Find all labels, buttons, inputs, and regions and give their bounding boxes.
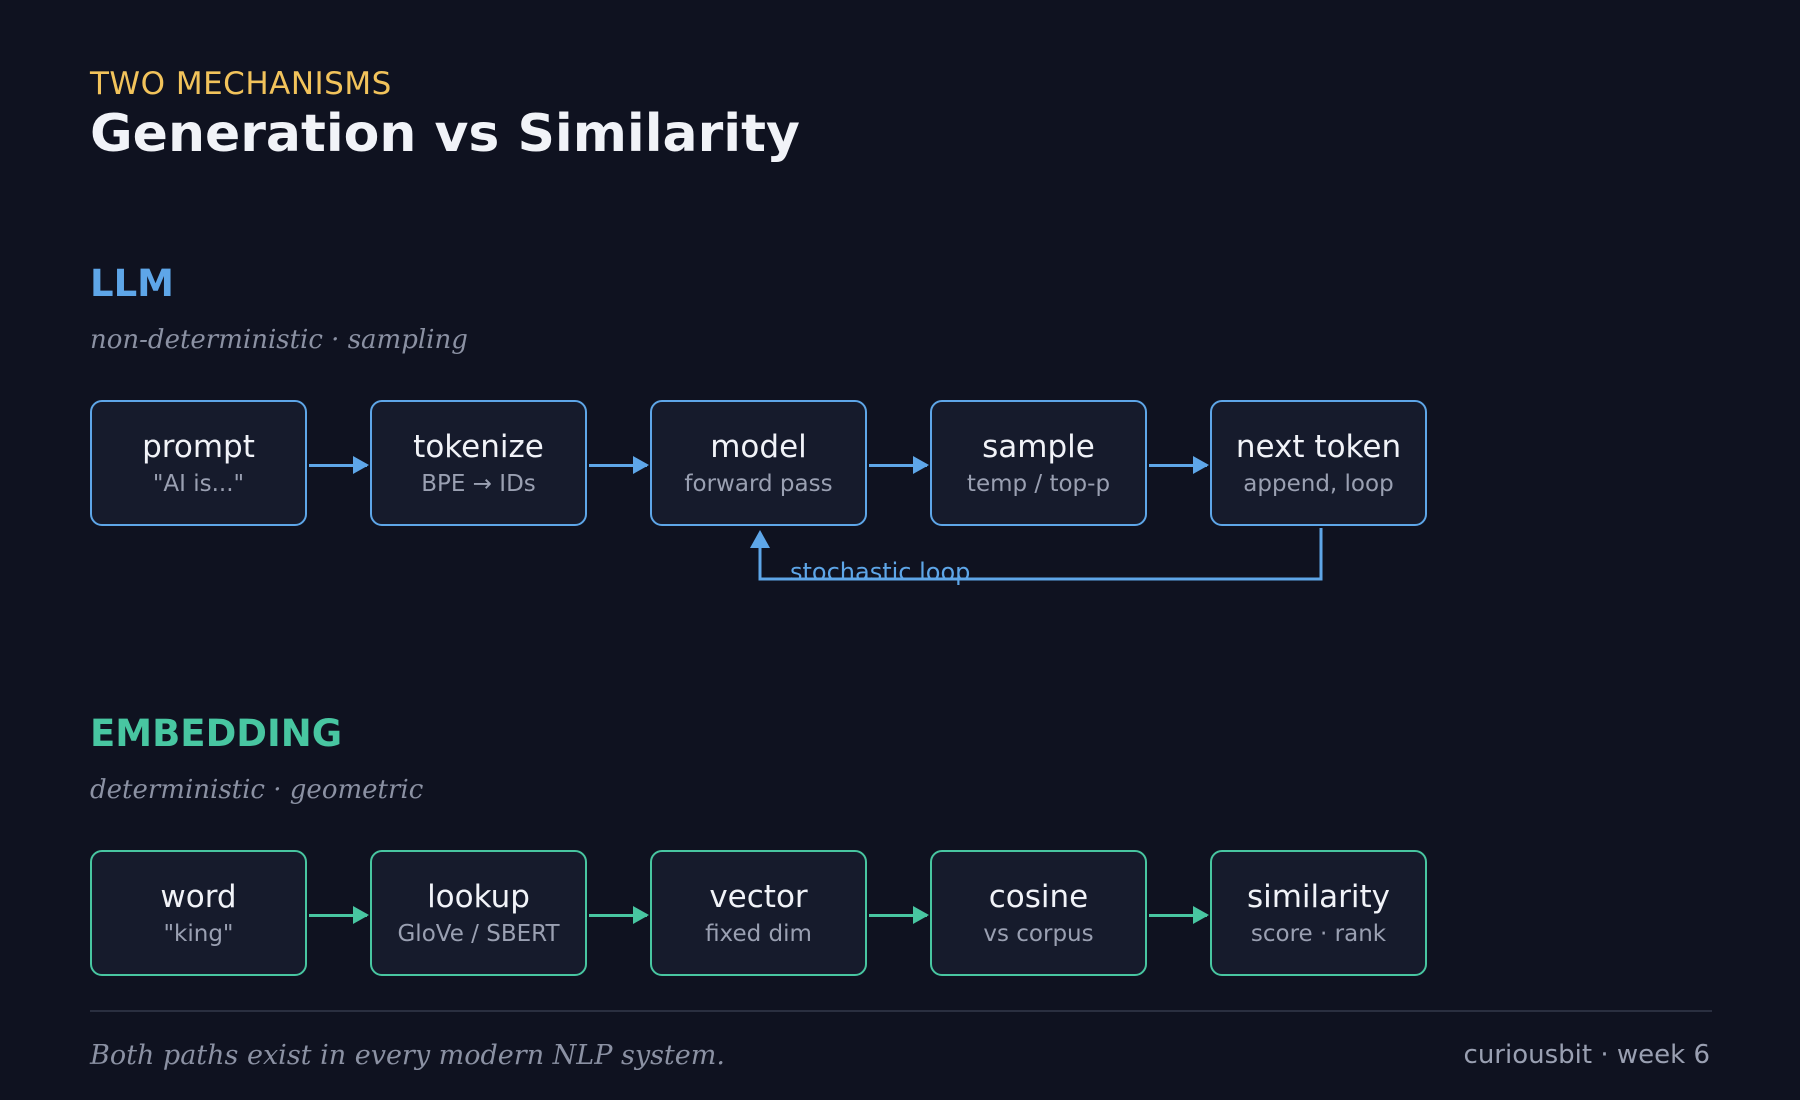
llm-step-tokenize: tokenize BPE → IDs <box>370 400 587 526</box>
embedding-label: EMBEDDING <box>90 712 343 755</box>
embedding-step-word: word "king" <box>90 850 307 976</box>
step-title: word <box>160 879 237 915</box>
step-title: tokenize <box>413 429 544 465</box>
step-title: similarity <box>1246 879 1391 915</box>
embedding-step-lookup: lookup GloVe / SBERT <box>370 850 587 976</box>
llm-step-next-token: next token append, loop <box>1210 400 1427 526</box>
step-sub: fixed dim <box>705 921 812 947</box>
flow-arrow <box>589 456 649 474</box>
footer-note: Both paths exist in every modern NLP sys… <box>90 1040 725 1071</box>
step-title: model <box>710 429 807 465</box>
footer-credit: curiousbit · week 6 <box>1463 1040 1710 1070</box>
kicker: TWO MECHANISMS <box>90 66 392 102</box>
step-sub: GloVe / SBERT <box>397 921 560 947</box>
step-title: lookup <box>427 879 530 915</box>
flow-arrow <box>869 456 929 474</box>
page-title: Generation vs Similarity <box>90 104 800 164</box>
flow-arrow <box>589 906 649 924</box>
embedding-step-vector: vector fixed dim <box>650 850 867 976</box>
step-sub: BPE → IDs <box>421 471 536 497</box>
step-sub: append, loop <box>1243 471 1394 497</box>
embedding-subtitle: deterministic · geometric <box>90 775 424 805</box>
step-sub: "king" <box>163 921 234 947</box>
flow-arrow <box>309 456 369 474</box>
embedding-step-similarity: similarity score · rank <box>1210 850 1427 976</box>
step-sub: forward pass <box>684 471 833 497</box>
llm-step-model: model forward pass <box>650 400 867 526</box>
llm-step-sample: sample temp / top-p <box>930 400 1147 526</box>
footer-divider <box>90 1010 1712 1012</box>
flow-arrow <box>1149 906 1209 924</box>
embedding-step-cosine: cosine vs corpus <box>930 850 1147 976</box>
step-title: next token <box>1235 429 1402 465</box>
step-sub: vs corpus <box>983 921 1094 947</box>
flow-arrow <box>869 906 929 924</box>
step-sub: "AI is..." <box>152 471 245 497</box>
flow-arrow <box>1149 456 1209 474</box>
flow-arrow <box>309 906 369 924</box>
step-sub: temp / top-p <box>966 471 1111 497</box>
llm-subtitle: non-deterministic · sampling <box>90 325 468 355</box>
step-title: sample <box>982 429 1095 465</box>
step-title: prompt <box>142 429 255 465</box>
llm-label: LLM <box>90 262 174 305</box>
step-title: cosine <box>988 879 1089 915</box>
step-title: vector <box>709 879 808 915</box>
loop-label: stochastic loop <box>790 558 971 586</box>
llm-step-prompt: prompt "AI is..." <box>90 400 307 526</box>
step-sub: score · rank <box>1250 921 1387 947</box>
